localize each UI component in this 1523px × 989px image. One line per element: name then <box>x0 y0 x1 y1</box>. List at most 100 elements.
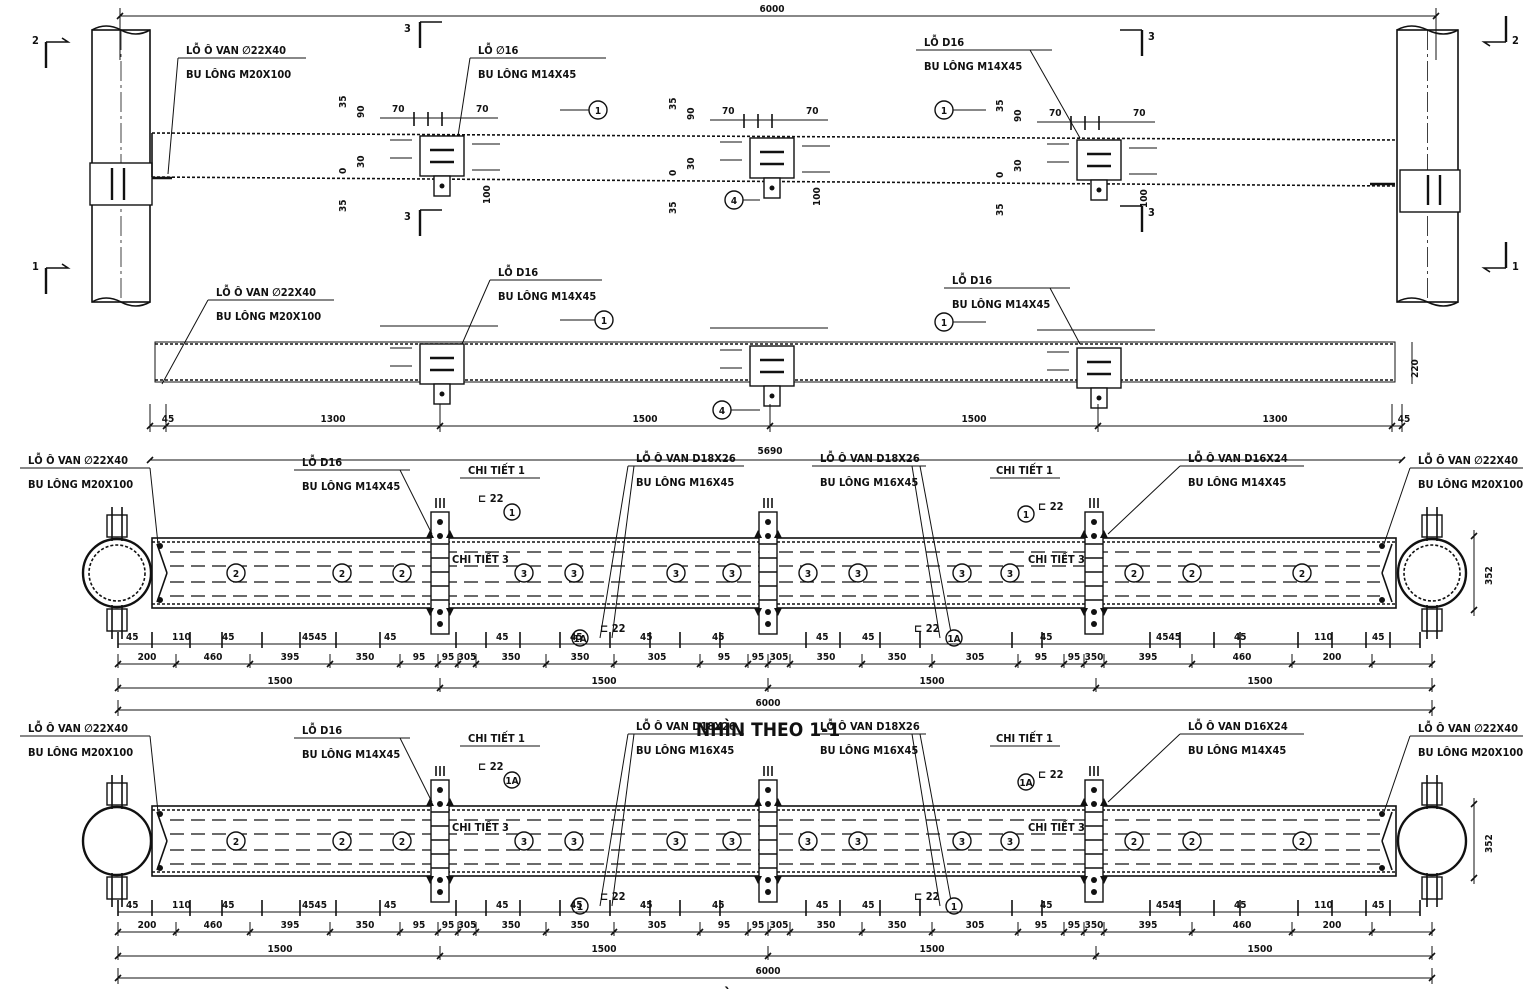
dim-tick <box>1470 800 1478 808</box>
dim-text: 45 <box>222 632 235 643</box>
dim-text: 350 <box>888 652 907 663</box>
dim-text: 95 <box>718 652 731 663</box>
leader <box>167 57 179 175</box>
callout-number: 3 <box>855 569 861 580</box>
strap <box>156 572 168 603</box>
dim-text: 460 <box>204 920 223 931</box>
callout-number: 3 <box>855 837 861 848</box>
callout-number: 1 <box>951 902 957 913</box>
callout-number: 3 <box>729 569 735 580</box>
callout-number: 1A <box>573 634 586 645</box>
dim-text: 110 <box>172 632 191 643</box>
nut <box>754 798 762 806</box>
dim-text: 45 <box>126 632 139 643</box>
dim-text: 350 <box>502 920 521 931</box>
dim-tick <box>396 928 404 936</box>
note-line-2: BU LÔNG M20X100 <box>28 478 133 491</box>
connector-plate <box>1084 779 1104 903</box>
vertical-connector-1 <box>426 498 454 635</box>
callout-circle <box>945 897 963 915</box>
note-line-2: BU LÔNG M20X100 <box>28 746 133 759</box>
leader <box>611 465 635 639</box>
dim-text: 200 <box>1323 920 1342 931</box>
dim-tick <box>472 660 480 668</box>
bracket-tab-hole <box>1096 187 1102 193</box>
dim-text: 90 <box>686 107 697 120</box>
dim-text: 45 <box>1372 900 1385 911</box>
nut <box>774 608 782 616</box>
dim-tick <box>764 952 772 960</box>
dim-text: 305 <box>966 652 985 663</box>
dim-text: 45 <box>384 632 397 643</box>
leader <box>1383 467 1411 545</box>
bracket-plate <box>749 345 795 387</box>
channel-label: ⊏ 22 <box>1038 500 1064 513</box>
callout-number: 2 <box>1299 837 1305 848</box>
dim-tick <box>162 422 170 430</box>
note-line-2: BU LÔNG M14X45 <box>302 748 400 761</box>
dim-text: 35 <box>995 203 1006 216</box>
dim-tick <box>114 660 122 668</box>
section-mark-label: 3 <box>404 210 411 223</box>
note-line-1: LỖ Ô VAN D18X26 <box>636 718 736 733</box>
dim-text: 4545 <box>302 900 327 911</box>
leader <box>1383 735 1411 813</box>
leader <box>1107 733 1181 803</box>
callout-circle <box>798 563 818 583</box>
nut <box>446 798 454 806</box>
strap <box>156 840 168 871</box>
bolt-dot <box>437 877 443 883</box>
bolt-dot <box>765 519 771 525</box>
bolt-dot <box>1091 519 1097 525</box>
callout-number: 2 <box>1131 837 1137 848</box>
section-mark-arrow <box>46 263 71 269</box>
detail-label: CHI TIẾT 1 <box>996 730 1053 745</box>
leader <box>161 299 209 385</box>
nut <box>1080 876 1088 884</box>
nut <box>426 876 434 884</box>
bracket-tab-hole <box>439 183 445 189</box>
nut <box>774 798 782 806</box>
callout-number: 1 <box>941 318 947 329</box>
callout-number: 1A <box>947 634 960 645</box>
note-line-2: BU LÔNG M16X45 <box>636 476 734 489</box>
dim-tick <box>1100 660 1108 668</box>
dim-text: 1500 <box>591 944 616 955</box>
bracket-plate <box>419 135 465 177</box>
dim-tick <box>1080 928 1088 936</box>
dim-text: 110 <box>1314 900 1333 911</box>
dim-text: 45 <box>1234 632 1247 643</box>
section-mark: 3 <box>1120 205 1155 232</box>
dim-tick <box>472 928 480 936</box>
dim-text: 460 <box>1233 920 1252 931</box>
note-line-2: BU LÔNG M14X45 <box>952 298 1050 311</box>
detail-label: CHI TIẾT 3 <box>1028 819 1085 834</box>
dim-text: 95 <box>442 920 455 931</box>
bottom-dim-text: 45 <box>162 414 175 425</box>
bolt-dot <box>765 609 771 615</box>
section-mark: 2 <box>1481 16 1519 47</box>
bolt-dot <box>1091 889 1097 895</box>
leader <box>1029 49 1081 139</box>
dim-tick <box>858 928 866 936</box>
bolt-dot <box>1379 811 1385 817</box>
nut <box>1100 530 1108 538</box>
dim-tick <box>114 952 122 960</box>
callout-number: 1A <box>505 776 518 787</box>
dim-text: 45 <box>640 900 653 911</box>
bolt-dot <box>157 865 163 871</box>
callout-number: 2 <box>399 569 405 580</box>
bottom-dim-text: 1300 <box>320 414 345 425</box>
bolt-dot <box>437 609 443 615</box>
note-line-2: BU LÔNG M20X100 <box>1418 478 1523 491</box>
pole-section-right <box>1381 775 1468 907</box>
callout-circle <box>952 563 972 583</box>
dim-text: 350 <box>1085 652 1104 663</box>
